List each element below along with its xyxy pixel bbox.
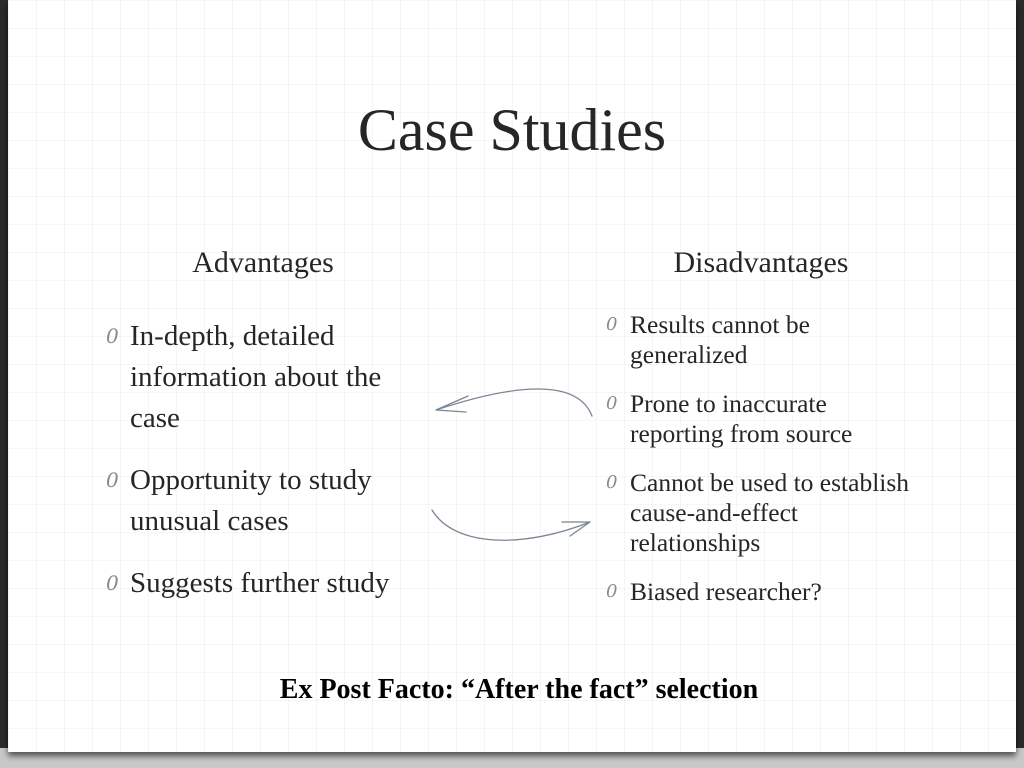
bullet-icon: 0 — [606, 393, 618, 414]
list-item: 0 In-depth, detailed information about t… — [104, 316, 434, 439]
list-item-text: Cannot be used to establish cause-and-ef… — [630, 468, 910, 557]
list-item: 0 Cannot be used to establish cause-and-… — [604, 468, 924, 558]
advantages-heading: Advantages — [192, 246, 334, 279]
list-item-text: Results cannot be generalized — [630, 310, 810, 369]
list-item-text: In-depth, detailed information about the… — [130, 320, 382, 434]
list-item: 0 Opportunity to study unusual cases — [104, 460, 434, 542]
slide — [8, 0, 1016, 752]
slide-bottom-strip — [0, 748, 1024, 768]
list-item: 0 Biased researcher? — [604, 577, 924, 607]
list-item: 0 Suggests further study — [104, 563, 434, 604]
bullet-icon: 0 — [106, 324, 119, 348]
advantages-list: 0 In-depth, detailed information about t… — [104, 316, 434, 625]
disadvantages-list: 0 Results cannot be generalized 0 Prone … — [604, 310, 924, 626]
list-item-text: Opportunity to study unusual cases — [130, 464, 372, 537]
bullet-icon: 0 — [606, 314, 618, 335]
slide-title: Case Studies — [357, 97, 667, 163]
bullet-icon: 0 — [106, 468, 119, 492]
list-item-text: Prone to inaccurate reporting from sourc… — [630, 389, 853, 448]
list-item: 0 Prone to inaccurate reporting from sou… — [604, 389, 924, 449]
bullet-icon: 0 — [606, 472, 618, 493]
bullet-icon: 0 — [106, 571, 119, 595]
footer-note: Ex Post Facto: “After the fact” selectio… — [279, 674, 759, 705]
disadvantages-heading: Disadvantages — [673, 246, 849, 279]
list-item: 0 Results cannot be generalized — [604, 310, 924, 370]
list-item-text: Suggests further study — [130, 567, 390, 599]
bullet-icon: 0 — [606, 581, 618, 602]
list-item-text: Biased researcher? — [630, 577, 822, 606]
